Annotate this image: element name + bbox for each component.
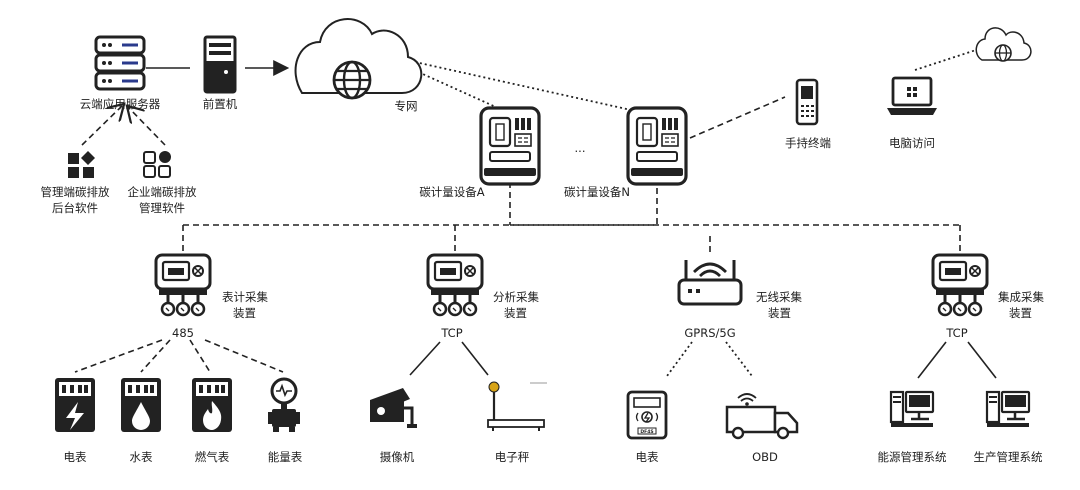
wireless-meter-tag: DF4S: [640, 429, 653, 435]
collector-2-proto: TCP: [440, 326, 462, 340]
ent-sw-label-1: 企业端碳排放: [128, 185, 197, 199]
mgmt-sw-label-2: 后台软件: [52, 201, 98, 215]
laptop-icon: [887, 76, 937, 115]
endpoint-wireless-electric: 电表: [636, 450, 659, 464]
collector-3-proto: GPRS/5G: [684, 326, 735, 340]
gas-meter-icon: [192, 378, 232, 432]
device-n-label: 碳计量设备N: [564, 185, 630, 199]
tower-pc-icon: [203, 35, 237, 94]
truck-icon: [725, 393, 799, 440]
energy-meter-icon: [268, 377, 300, 432]
endpoint-electric: 电表: [64, 450, 87, 464]
mgmt-sw-link: [81, 105, 123, 146]
pc-access-label: 电脑访问: [889, 136, 935, 150]
485-water-link: [140, 339, 171, 373]
private-net-label: 专网: [395, 99, 418, 113]
mgmt-sw-label-1: 管理端碳排放: [41, 185, 110, 199]
collector-1-label-2: 装置: [233, 306, 256, 320]
device-n-handheld-link: [689, 96, 786, 139]
camera-icon: [370, 388, 417, 428]
device-a-label: 碳计量设备A: [419, 185, 484, 199]
collector-1-proto: 485: [172, 326, 194, 340]
cloud-device-a-link: [404, 65, 499, 109]
gprs-meter-link: [666, 341, 693, 377]
app-outline-grid-icon: [143, 151, 171, 178]
endpoint-energy-system: 能源管理系统: [878, 450, 947, 464]
cloud-globe-icon: [294, 18, 423, 100]
electronic-scale-icon: [487, 381, 547, 431]
collector-3-label-1: 无线采集: [756, 290, 802, 304]
tcp-camera-link: [409, 341, 441, 376]
analysis-collector-icon: [426, 253, 484, 317]
485-electric-link: [74, 339, 163, 373]
app-grid-icon: [68, 151, 95, 178]
endpoint-energy: 能量表: [268, 450, 303, 464]
handheld-label: 手持终端: [785, 136, 831, 150]
collector-2-label-2: 装置: [504, 306, 527, 320]
endpoint-camera: 摄像机: [380, 450, 415, 464]
front-machine-label: 前置机: [203, 97, 238, 111]
wifi-router-icon: [677, 260, 743, 306]
cloud-device-n-link: [414, 61, 641, 113]
tcp-scale-link: [461, 341, 489, 376]
endpoint-production-system: 生产管理系统: [974, 450, 1043, 464]
device-ellipsis: ...: [575, 141, 586, 155]
cloud-server-label: 云端应用服务器: [80, 97, 161, 111]
endpoint-water: 水表: [130, 450, 153, 464]
collector-3-label-2: 装置: [768, 306, 791, 320]
electric-meter-icon: [55, 378, 95, 432]
endpoint-scale: 电子秤: [495, 450, 530, 464]
wireless-meter-icon: DF4S: [626, 390, 668, 440]
collector-2-label-1: 分析采集: [493, 290, 539, 304]
small-cloud-globe-icon: [975, 27, 1032, 62]
485-gas-link: [189, 339, 211, 373]
desktop-pc-icon: [985, 390, 1031, 429]
485-energy-link: [204, 339, 284, 373]
handheld-terminal-icon: [795, 78, 819, 126]
endpoint-gas: 燃气表: [195, 450, 230, 464]
endpoint-obd: OBD: [752, 450, 778, 464]
tcp-prod-sys-link: [967, 341, 997, 379]
collector-1-label-1: 表计采集: [222, 290, 268, 304]
ent-sw-link: [128, 107, 166, 146]
meter-collector-icon: [154, 253, 212, 317]
collector-4-proto: TCP: [945, 326, 967, 340]
collector-4-label-1: 集成采集: [998, 290, 1044, 304]
carbon-device-n-icon: [626, 106, 688, 186]
pc-cloud-link: [914, 49, 977, 71]
collector-4-label-2: 装置: [1009, 306, 1032, 320]
ent-sw-label-2: 管理软件: [139, 201, 185, 215]
desktop-pc-icon: [889, 390, 935, 429]
water-meter-icon: [121, 378, 161, 432]
integration-collector-icon: [931, 253, 989, 317]
tcp-energy-sys-link: [917, 341, 947, 379]
server-stack-icon: [94, 35, 146, 91]
gprs-obd-link: [725, 341, 753, 377]
carbon-device-a-icon: [479, 106, 541, 186]
